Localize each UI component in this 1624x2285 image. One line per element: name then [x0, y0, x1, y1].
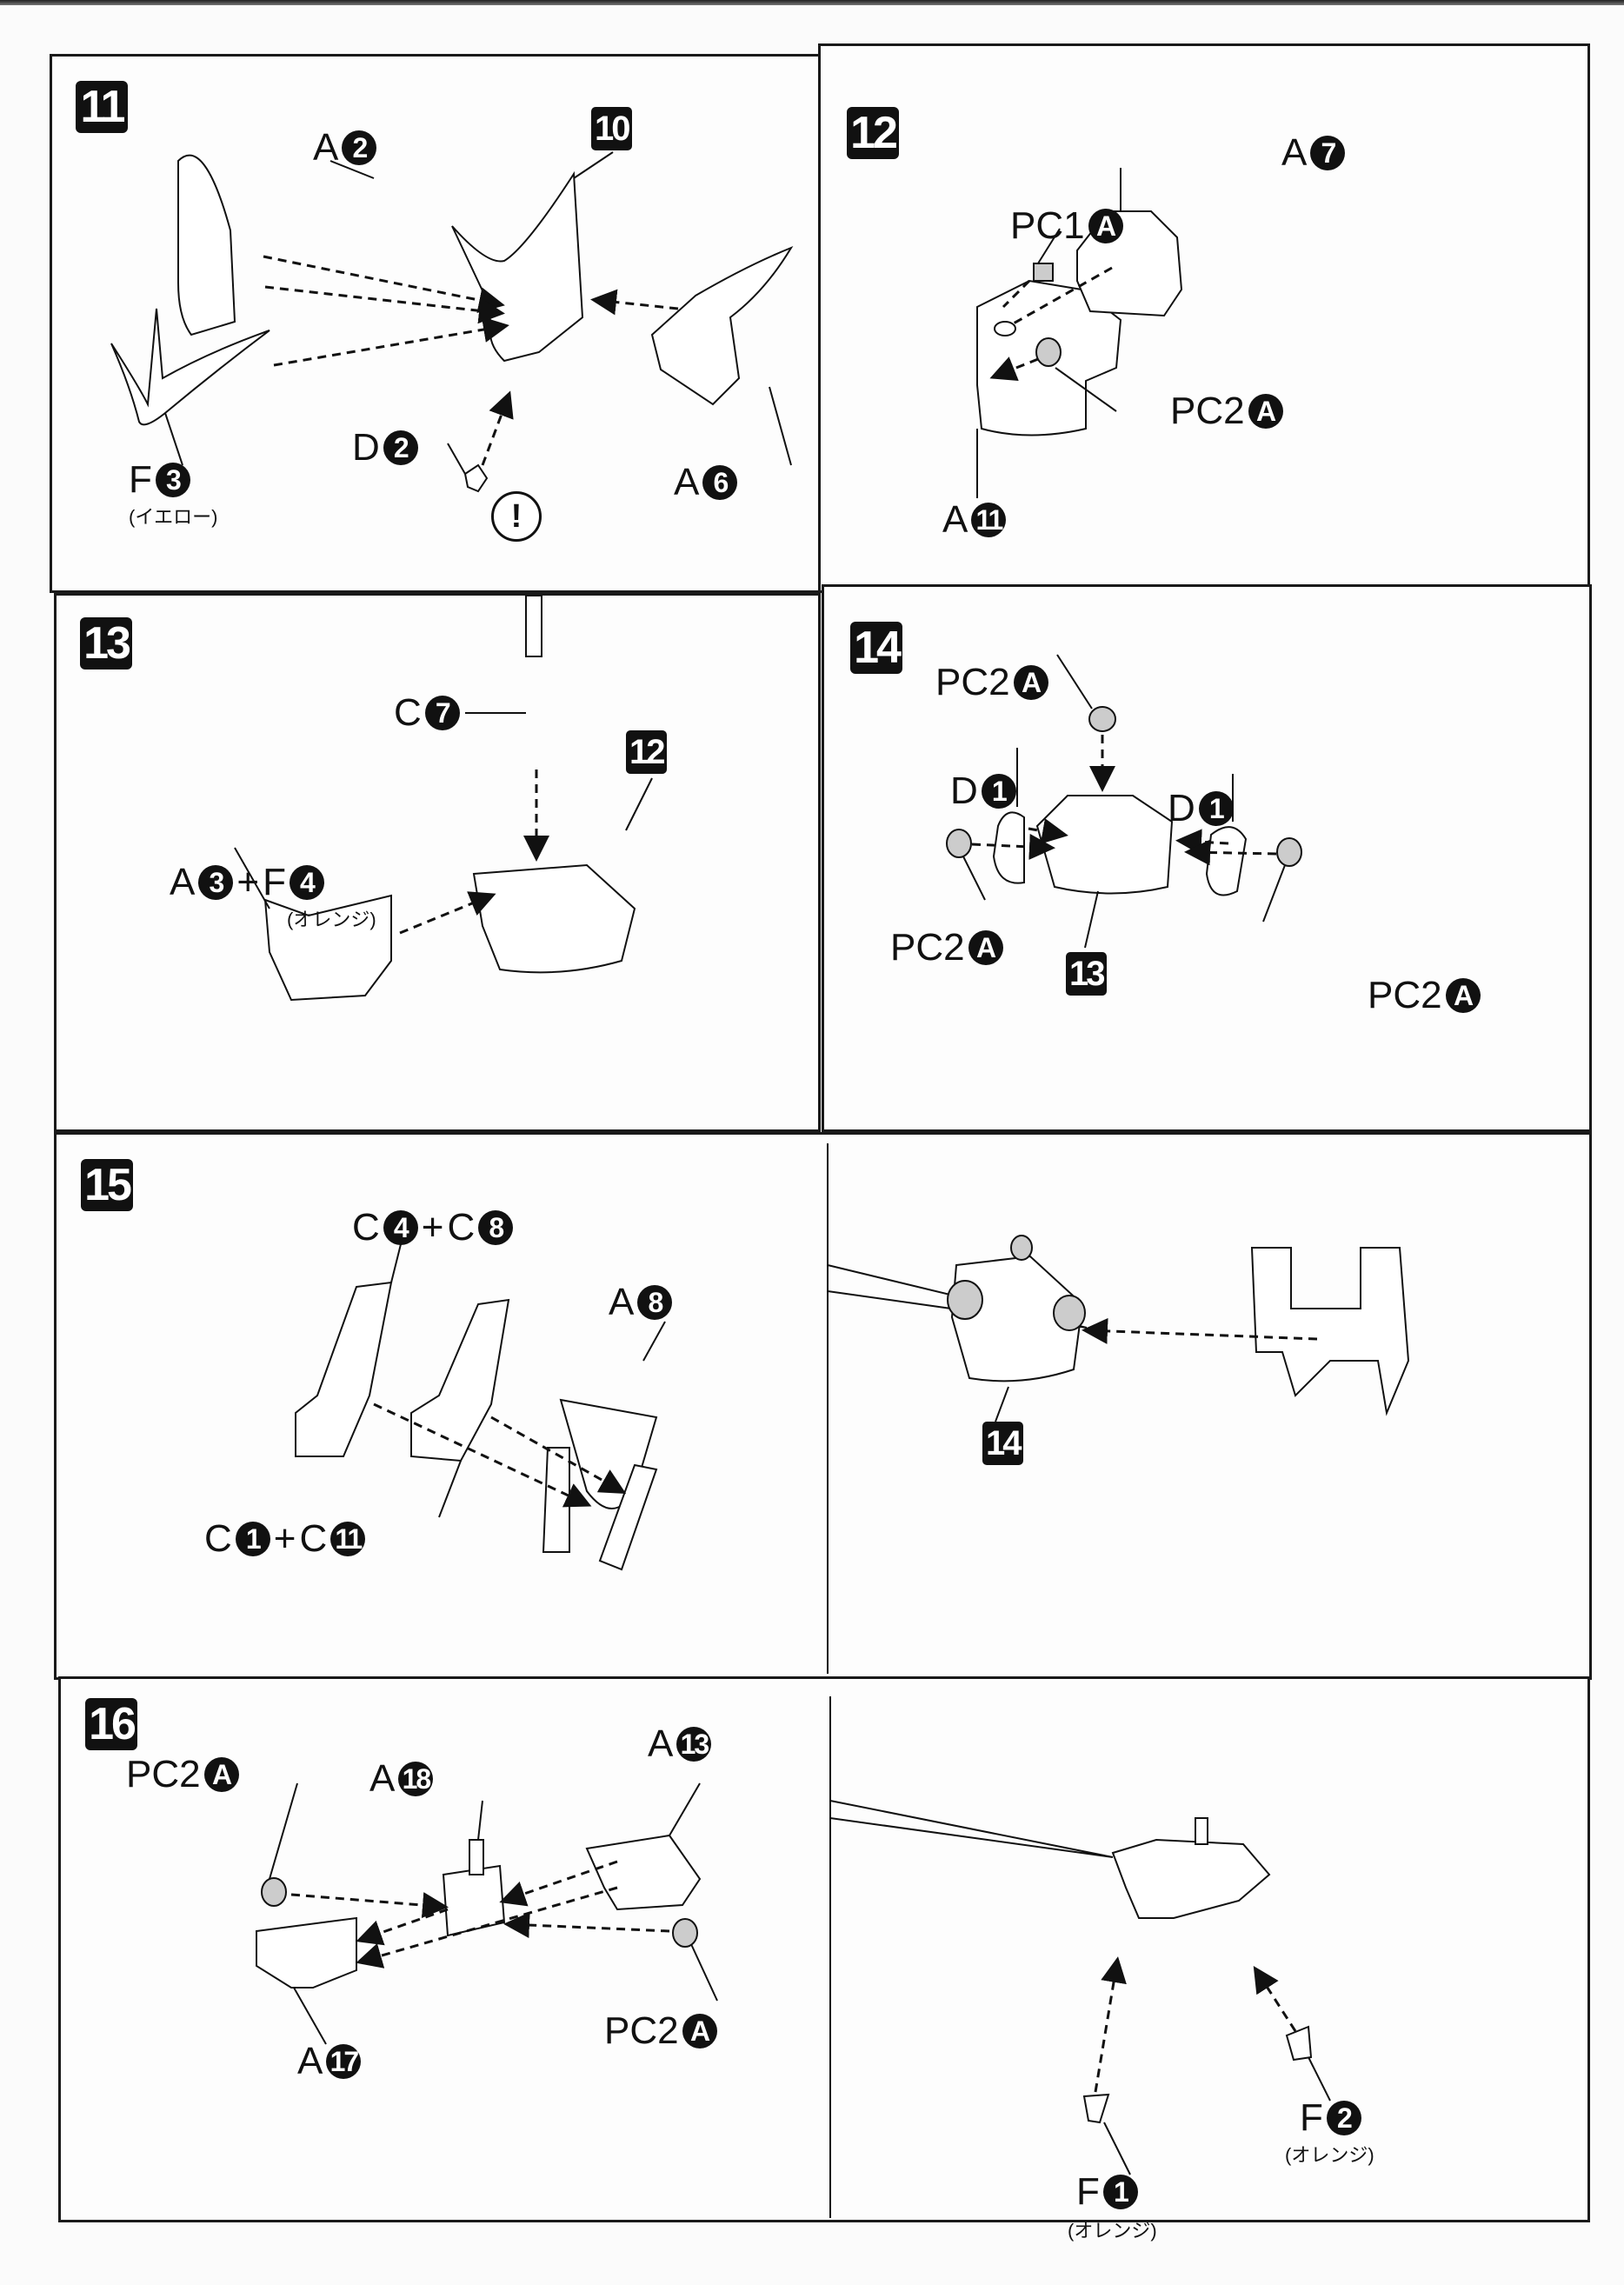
step-number-badge: 16	[85, 1698, 137, 1750]
part-pc2-ball-left	[261, 1877, 287, 1907]
color-note-orange: (オレンジ)	[287, 909, 376, 930]
step-14-diagram	[946, 654, 1302, 949]
part-a18-joint	[442, 1864, 506, 1937]
ref-step-12: 12	[626, 730, 667, 774]
warning-icon: !	[491, 491, 542, 542]
assembled-shoulder	[1111, 1838, 1271, 1919]
part-c7-joint	[525, 595, 542, 657]
step-13-diagram	[234, 595, 653, 1002]
part-12-torso	[472, 863, 636, 974]
part-pc2-ball-right	[1276, 837, 1302, 867]
part-a13-piece	[585, 1834, 702, 1911]
part-f3-antenna	[110, 308, 270, 426]
part-pc2-ball-left	[946, 829, 972, 858]
part-pc1-joint	[1033, 263, 1054, 282]
step-number-badge: 11	[76, 81, 128, 133]
step-number-badge: 14	[850, 622, 902, 674]
part-c1-c11-leg	[410, 1298, 510, 1462]
part-f1-piece	[1082, 2093, 1110, 2124]
part-pc2-ball	[1035, 337, 1062, 367]
part-d1-left	[992, 811, 1025, 884]
part-pc2-ball-top	[1088, 706, 1116, 732]
part-d2-piece	[463, 463, 489, 493]
step-16-panel: 16	[58, 1676, 1590, 2222]
step-16-diagram	[256, 1696, 1331, 2218]
ref-step-14: 14	[982, 1422, 1023, 1465]
page-top-edge	[0, 0, 1624, 5]
ref-step-13: 13	[1066, 952, 1107, 996]
part-a3-f4-chest	[263, 894, 392, 1002]
part-a6-crest	[650, 245, 794, 406]
part-a2-crest	[177, 154, 236, 336]
step-number-badge: 13	[80, 617, 132, 670]
part-pc2-ball-right	[672, 1918, 698, 1948]
step-11-diagram	[110, 151, 794, 493]
step-number-badge: 15	[81, 1159, 133, 1211]
color-note-orange-f2: (オレンジ)	[1285, 2144, 1374, 2166]
part-13-torso	[1035, 795, 1174, 895]
part-d1-right	[1205, 826, 1248, 896]
color-note-yellow: (イエロー)	[129, 506, 218, 528]
part-a17-piece	[256, 1916, 357, 1989]
color-note-orange-f1-visible: (オレンジ)	[1068, 2220, 1157, 2242]
part-14-torso	[950, 1255, 1084, 1382]
assembled-skirt	[1250, 1247, 1410, 1416]
part-c4-c8-leg	[295, 1281, 393, 1457]
callout-wedge	[829, 1800, 1114, 1858]
step-12-diagram	[976, 168, 1183, 498]
step-15-diagram	[295, 1143, 1410, 1674]
ref-step-10: 10	[591, 107, 632, 150]
part-f2-piece	[1285, 2025, 1313, 2062]
step-number-badge: 12	[847, 107, 899, 159]
